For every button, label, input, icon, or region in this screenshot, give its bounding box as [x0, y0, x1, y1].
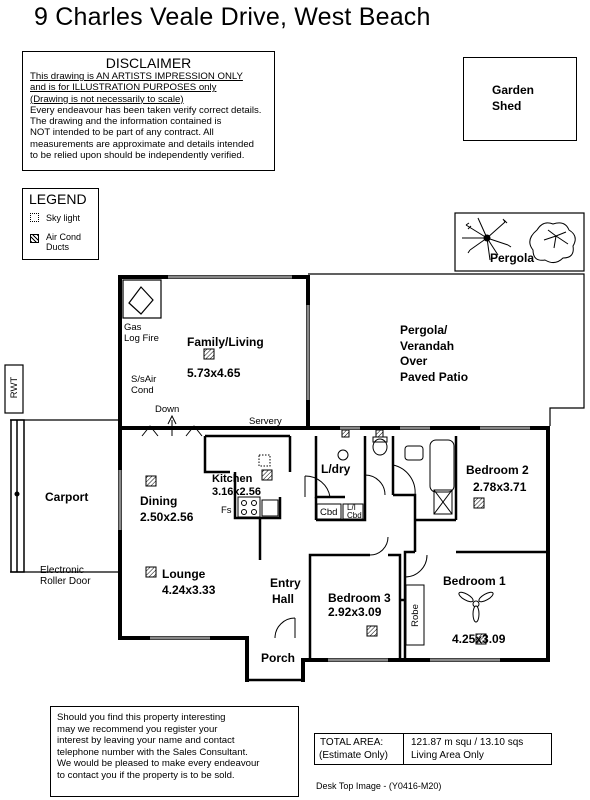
kitchen-dimensions: 3.16x2.56: [212, 486, 261, 498]
gas-log-fire-label-1: Gas: [124, 322, 142, 333]
garden-shed-line1: Garden: [492, 83, 535, 97]
disclaimer-line: This drawing is AN ARTISTS IMPRESSION ON…: [30, 71, 243, 82]
bedroom2-dimensions: 2.78x3.71: [473, 480, 527, 494]
disclaimer-line: measurements are approximate and details…: [30, 138, 254, 150]
door-swings: [274, 464, 428, 639]
cupboard-label: Cbd: [320, 507, 338, 518]
bedroom3-dimensions: 2.92x3.09: [328, 605, 382, 619]
promo-line: interest by leaving your name and contac…: [57, 735, 235, 747]
pergola-verandah-label-1: Pergola/: [400, 323, 448, 337]
lounge-label: Lounge: [162, 567, 206, 581]
pergola-verandah-area: [308, 273, 585, 426]
promo-line: telephone number with the Sales Consulta…: [57, 746, 248, 758]
legend-box: LEGEND Sky light Air Cond Ducts: [22, 188, 99, 260]
total-area-value: 121.87 m squ / 13.10 sqs: [411, 737, 524, 748]
dining-dimensions: 2.50x2.56: [140, 510, 194, 524]
wet-area-fixtures: [316, 436, 455, 520]
aircon-duct-icon: [30, 234, 39, 243]
ceiling-fan-icon: [458, 591, 494, 623]
kitchen-fixtures: [237, 496, 279, 518]
down-arrows: [141, 414, 203, 437]
roller-door-label-2: Roller Door: [40, 576, 91, 587]
robe-outline: [405, 584, 425, 646]
hall-label: Hall: [272, 592, 295, 606]
skylight-icon: [30, 213, 39, 222]
disclaimer-line: The drawing and the information containe…: [30, 116, 222, 128]
rwt-label: RWT: [9, 376, 21, 399]
legend-skylight-label: Sky light: [46, 213, 81, 223]
linen-label: L/I: [347, 503, 356, 512]
promo-line: We would be pleased to make every endeav…: [57, 758, 260, 770]
total-area-box: TOTAL AREA: (Estimate Only) 121.87 m squ…: [314, 733, 552, 765]
pergola-verandah-label-4: Paved Patio: [400, 369, 469, 384]
promo-line: Should you find this property interestin…: [57, 712, 226, 723]
disclaimer-line: (Drawing is not necessarily to scale): [30, 93, 184, 105]
skylight-icons: [258, 454, 271, 467]
garden-shed-box: Garden Shed: [463, 57, 577, 141]
porch-label: Porch: [261, 651, 296, 665]
legend-aircon-label-2: Ducts: [46, 242, 70, 252]
promo-box: Should you find this property interestin…: [50, 706, 299, 797]
garden-shed-line2: Shed: [492, 99, 522, 113]
down-label: Down: [155, 404, 180, 415]
dining-label: Dining: [140, 494, 178, 508]
aircon-duct-icons: [145, 348, 487, 645]
entry-label: Entry: [270, 576, 301, 590]
carport-label: Carport: [45, 490, 89, 504]
gas-log-fire-icon: [122, 279, 162, 319]
disclaimer-line: to be relied upon should be independentl…: [30, 150, 245, 162]
internal-walls: [203, 434, 548, 682]
tree-icon: [462, 217, 512, 261]
total-area-label: TOTAL AREA:: [320, 737, 384, 748]
pergola-verandah-label-3: Over: [400, 354, 428, 368]
page-title: 9 Charles Veale Drive, West Beach: [34, 3, 431, 31]
bedroom3-label: Bedroom 3: [328, 591, 391, 605]
ss-aircond-label-2: Cond: [131, 385, 154, 396]
cupboard-small-label: Cbd: [347, 511, 362, 520]
promo-line: may we recommend you register your: [57, 723, 218, 735]
total-area-note: (Estimate Only): [319, 750, 388, 761]
windows: [118, 426, 530, 662]
disclaimer-line: and is for ILLUSTRATION PURPOSES only: [30, 82, 217, 94]
robe-label: Robe: [409, 604, 421, 627]
laundry-label: L/dry: [321, 462, 351, 476]
bedroom2-label: Bedroom 2: [466, 463, 529, 477]
family-living-dimensions: 5.73x4.65: [187, 366, 241, 380]
family-living-label: Family/Living: [187, 335, 264, 349]
pergola-area: [454, 212, 585, 272]
kitchen-label: Kitchen: [212, 473, 253, 485]
ss-aircond-label-1: S/sAir: [131, 374, 157, 385]
promo-line: to contact you if the property is to be …: [57, 769, 235, 781]
pergola-verandah-label-2: Verandah: [400, 338, 455, 353]
image-code: Desk Top Image - (Y0416-M20): [316, 781, 442, 791]
disclaimer-line: NOT intended to be part of any contract.…: [30, 127, 214, 139]
legend-heading: LEGEND: [29, 191, 87, 207]
total-area-scope: Living Area Only: [411, 750, 484, 761]
roller-door-label-1: Electronic: [40, 565, 84, 576]
legend-aircon-label-1: Air Cond: [46, 232, 82, 242]
shrub-icon: [529, 222, 576, 264]
gas-log-fire-label-2: Log Fire: [124, 333, 159, 344]
disclaimer-line: Every endeavour has been taken verify co…: [30, 104, 262, 116]
bedroom1-dimensions: 4.25x3.09: [452, 632, 506, 646]
pergola-label: Pergola: [490, 251, 535, 265]
servery-label: Servery: [249, 416, 282, 427]
bedroom1-label: Bedroom 1: [443, 574, 506, 588]
fridge-space-label: Fs: [221, 505, 232, 516]
disclaimer-heading: DISCLAIMER: [105, 55, 192, 71]
disclaimer-box: DISCLAIMER This drawing is AN ARTISTS IM…: [22, 51, 275, 171]
lounge-dimensions: 4.24x3.33: [162, 583, 216, 597]
carport-area: [4, 364, 118, 573]
